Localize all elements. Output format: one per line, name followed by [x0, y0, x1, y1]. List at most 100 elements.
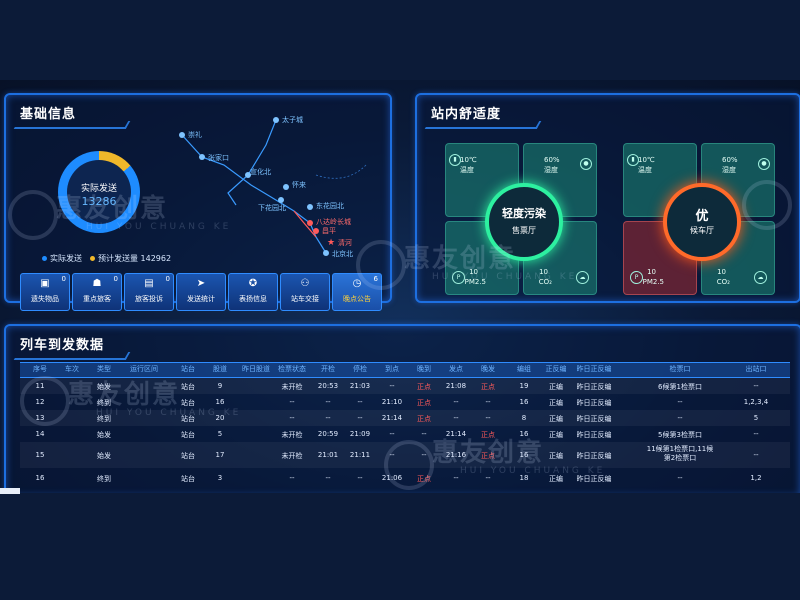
column-header: 停检 — [353, 365, 367, 373]
table-cell: -- — [485, 414, 491, 422]
watermark-logo — [20, 376, 70, 426]
paper-plane-icon: ➤ — [196, 278, 206, 289]
table-cell: 21:14 — [381, 414, 403, 422]
column-header: 类型 — [97, 365, 111, 373]
thermometer-icon: ▮ — [627, 154, 639, 166]
station-dot — [179, 132, 185, 138]
comfort-group-waiting-hall: ▮ 10℃ 温度 60% 湿度 ● P 10 PM2.5 10 CO₂ ☁ 优 — [623, 143, 775, 295]
star-icon: ★ — [327, 238, 335, 248]
title-decoration — [13, 121, 131, 129]
watermark-logo — [8, 190, 58, 240]
table-cell: -- — [357, 474, 363, 482]
route-map-svg: ★ — [179, 117, 367, 256]
station-dot — [199, 154, 205, 160]
legend-dot — [42, 256, 47, 261]
send-statistics-button[interactable]: ➤ 发送统计 — [176, 273, 226, 311]
station-dot — [283, 184, 289, 190]
table-cell: 5候第3检票口 — [658, 431, 702, 439]
station-label: 怀来 — [292, 181, 306, 189]
bag-icon: ▣ — [40, 278, 50, 289]
pm25-icon: P — [452, 271, 465, 284]
table-cell: 19 — [519, 382, 529, 390]
station-label: 太子城 — [282, 116, 303, 124]
table-cell: -- — [289, 474, 295, 482]
send-donut-chart — [58, 151, 140, 233]
top-background — [0, 0, 800, 80]
table-cell: -- — [453, 474, 459, 482]
table-header: 序号车次类型运行区间站台股道昨日股道检票状态开检停检到点晚到发点晚发编组正反编昨… — [20, 362, 790, 378]
lost-items-button[interactable]: ▣ 0 遗失物品 — [20, 273, 70, 311]
table-cell: 21:01 — [317, 451, 339, 459]
basic-info-panel: 基础信息 实际发送 13286 实际发送 预计发送量 142962 — [4, 93, 392, 311]
clock-icon: ◷ — [352, 278, 362, 289]
watermark-subtext: HUI YOU CHUANG KE — [96, 408, 242, 418]
table-cell: 正编 — [549, 431, 563, 439]
station-dot — [307, 204, 313, 210]
table-cell: 站台 — [181, 415, 195, 423]
column-header: 运行区间 — [130, 365, 158, 373]
route-line-red — [293, 210, 317, 238]
station-dot — [278, 197, 284, 203]
table-cell: 正编 — [549, 399, 563, 407]
table-cell: 站台 — [181, 431, 195, 439]
water-drop-icon: ● — [758, 158, 770, 170]
table-cell: 正点 — [417, 399, 431, 407]
people-icon: ⚇ — [300, 278, 310, 289]
table-cell: 未开检 — [281, 383, 303, 391]
key-passengers-button[interactable]: ☗ 0 重点旅客 — [72, 273, 122, 311]
table-cell: 正编 — [549, 383, 563, 391]
table-cell: 昨日正反编 — [576, 383, 612, 391]
table-cell: 16 — [35, 474, 45, 482]
table-cell: 21:11 — [349, 451, 371, 459]
passenger-complaints-button[interactable]: ▤ 0 旅客投诉 — [124, 273, 174, 311]
comfort-panel: 站内舒适度 ▮ 10℃ 温度 60% 湿度 ● P 10 PM2.5 10 CO… — [415, 93, 800, 303]
title-decoration — [424, 121, 542, 129]
table-cell: -- — [753, 430, 759, 438]
table-cell: 正点 — [417, 415, 431, 423]
table-cell: 8 — [521, 414, 527, 422]
table-cell: 6候第1检票口 — [658, 383, 702, 391]
table-cell: -- — [753, 382, 759, 390]
medal-icon: ✪ — [248, 278, 258, 289]
table-cell: -- — [357, 398, 363, 406]
station-label: 昌平 — [322, 227, 336, 235]
table-cell: 正点 — [481, 431, 495, 439]
column-header: 发点 — [449, 365, 463, 373]
column-header: 正反编 — [545, 365, 567, 373]
route-line-b — [181, 134, 327, 254]
praise-info-button[interactable]: ✪ 表扬信息 — [228, 273, 278, 311]
table-cell: 16 — [519, 430, 529, 438]
table-cell: -- — [421, 430, 427, 438]
column-header: 到点 — [385, 365, 399, 373]
station-label: 北京北 — [332, 250, 353, 258]
table-cell: 未开检 — [281, 431, 303, 439]
table-cell: 未开检 — [281, 452, 303, 460]
comfort-title: 站内舒适度 — [431, 107, 502, 122]
table-cell: -- — [453, 398, 459, 406]
table-cell: -- — [389, 382, 395, 390]
corner-tab — [0, 488, 20, 494]
comfort-group-ticket-hall: ▮ 10℃ 温度 60% 湿度 ● P 10 PM2.5 10 CO₂ ☁ 轻度… — [445, 143, 597, 295]
table-cell: 20:59 — [317, 430, 339, 438]
watermark-subtext: HUI YOU CHUANG KE — [460, 466, 606, 476]
table-cell: 正点 — [481, 383, 495, 391]
table-cell: -- — [325, 474, 331, 482]
air-quality-ring: 轻度污染 售票厅 — [485, 183, 563, 261]
watermark-logo — [384, 440, 434, 490]
station-dot — [323, 250, 329, 256]
station-dot — [307, 220, 313, 226]
column-header: 晚发 — [481, 365, 495, 373]
handover-button[interactable]: ⚇ 站车交接 — [280, 273, 330, 311]
station-label: 张家口 — [208, 154, 229, 162]
legend-dot — [90, 256, 95, 261]
column-header: 站台 — [181, 365, 195, 373]
table-cell: 正点 — [481, 452, 495, 460]
table-cell: 21:10 — [381, 398, 403, 406]
column-header: 股道 — [213, 365, 227, 373]
person-icon: ☗ — [92, 278, 102, 289]
function-button-row: ▣ 0 遗失物品 ☗ 0 重点旅客 ▤ 0 旅客投诉 ➤ 发送统计 ✪ — [20, 273, 382, 311]
column-header: 出站口 — [745, 365, 767, 373]
